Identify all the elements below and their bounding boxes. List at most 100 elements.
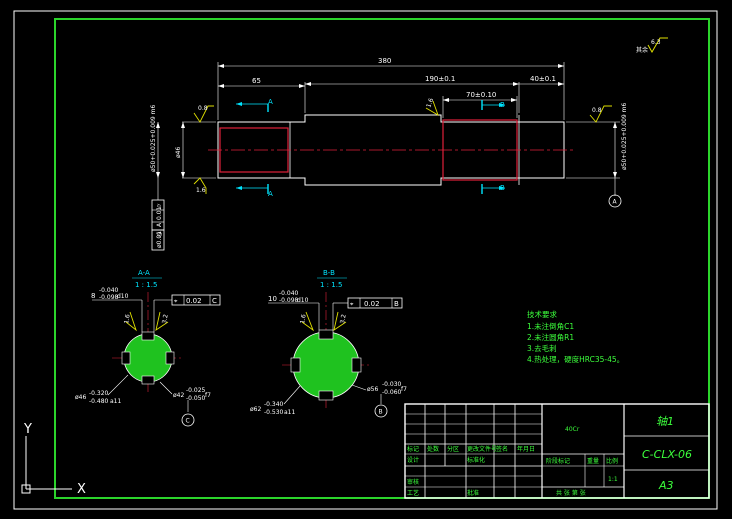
ucs-icon: Y X	[21, 422, 86, 497]
svg-text:0.8: 0.8	[592, 107, 602, 114]
svg-text:f7: f7	[205, 392, 211, 399]
dim-right-len: 40±0.1	[530, 75, 556, 83]
svg-text:1.6: 1.6	[123, 314, 132, 325]
section-aa-title: A-A	[138, 269, 150, 277]
tech-req-item: 3.去毛刺	[527, 343, 557, 353]
svg-text:0.02: 0.02	[186, 297, 202, 305]
svg-text:-0.040: -0.040	[279, 290, 299, 297]
svg-text:处数: 处数	[427, 445, 439, 453]
svg-text:ø42: ø42	[173, 392, 184, 399]
svg-text:ø56: ø56	[367, 386, 378, 393]
svg-text:f7: f7	[401, 386, 407, 393]
dim-left-step: 65	[252, 77, 261, 85]
shaft-main-view: 380 65 190±0.1 40±0.1 70±0.10 ø50+0.025+…	[150, 57, 628, 251]
drawing-frame	[54, 18, 710, 499]
svg-text:0.01: 0.01	[156, 206, 163, 220]
svg-text:设计: 设计	[407, 456, 419, 464]
svg-text:-0.480: -0.480	[89, 398, 109, 405]
svg-text:0.8: 0.8	[198, 105, 208, 112]
svg-text:B: B	[500, 184, 505, 192]
svg-text:C: C	[186, 418, 190, 425]
tech-req-item: 1.未注倒角C1	[527, 321, 574, 331]
svg-text:工艺: 工艺	[407, 489, 419, 497]
dim-left-dia: ø50+0.025+0.009 m6	[150, 105, 157, 172]
coaxiality-frame	[151, 229, 165, 251]
svg-text:8: 8	[91, 292, 95, 300]
tech-req-item: 4.热处理，硬度HRC35-45。	[527, 354, 624, 364]
svg-text:标记: 标记	[407, 445, 419, 453]
svg-text:⌭: ⌭	[156, 203, 163, 208]
svg-text:B: B	[379, 409, 383, 416]
svg-text:10: 10	[268, 295, 277, 303]
dim-mid-dia: ø46	[175, 147, 182, 158]
sheet-size: A3	[658, 479, 674, 492]
svg-text:-0.530: -0.530	[264, 409, 284, 416]
svg-text:A: A	[268, 98, 273, 106]
title-block: 标记 处数 分区 更改文件号 签名 年月日 设计 标准化 审核 工艺 批准 40…	[404, 403, 710, 499]
svg-text:d10: d10	[117, 293, 129, 300]
svg-text:ø46: ø46	[75, 394, 86, 401]
technical-requirements: 技术要求 1.未注倒角C1 2.未注圆角R1 3.去毛刺 4.热处理，硬度HRC…	[527, 309, 624, 364]
svg-text:-0.320: -0.320	[89, 390, 109, 397]
material: 40Cr	[565, 426, 580, 433]
svg-text:0.02: 0.02	[364, 300, 380, 308]
svg-text:-0.050: -0.050	[186, 395, 206, 402]
dim-mid-len: 190±0.1	[425, 75, 455, 83]
svg-text:1.6: 1.6	[299, 314, 308, 325]
svg-text:比例: 比例	[606, 457, 618, 465]
svg-text:A: A	[613, 199, 618, 206]
svg-text:B: B	[500, 101, 505, 109]
scale-value: 1:1	[608, 476, 618, 483]
svg-text:3.2: 3.2	[161, 314, 170, 325]
svg-text:1.6: 1.6	[425, 97, 435, 109]
svg-text:ø0.01: ø0.01	[156, 231, 163, 248]
svg-text:A: A	[156, 222, 163, 227]
svg-text:-0.060: -0.060	[382, 389, 402, 396]
svg-text:共 张 第 张: 共 张 第 张	[556, 489, 586, 497]
section-bb-disc	[292, 331, 360, 399]
svg-text:批准: 批准	[467, 489, 479, 497]
section-bb-title: B-B	[323, 269, 335, 277]
section-aa: A-A 1 : 1.5 8 -0.040 -0.098 d10 ⌖ 0.02 C…	[75, 269, 221, 427]
svg-text:-0.340: -0.340	[264, 401, 284, 408]
svg-text:年月日: 年月日	[517, 445, 535, 453]
svg-text:1 : 1.5: 1 : 1.5	[320, 281, 342, 289]
svg-text:-0.098: -0.098	[99, 294, 119, 301]
dim-right-dia: ø50+0.025+0.009 m6	[621, 103, 628, 170]
svg-text:其余: 其余	[636, 46, 648, 54]
svg-text:阶段标记: 阶段标记	[546, 457, 570, 465]
svg-text:X: X	[77, 482, 86, 497]
default-roughness: 其余 6.3	[636, 37, 668, 54]
svg-text:标准化: 标准化	[467, 456, 485, 464]
svg-text:◎: ◎	[156, 232, 163, 237]
svg-text:-0.098: -0.098	[279, 297, 299, 304]
svg-text:分区: 分区	[447, 445, 459, 453]
svg-text:-0.040: -0.040	[99, 287, 119, 294]
svg-text:1 : 1.5: 1 : 1.5	[135, 281, 157, 289]
dim-overall: 380	[378, 57, 391, 65]
tech-req-title: 技术要求	[527, 309, 557, 319]
svg-text:Y: Y	[23, 422, 32, 437]
svg-text:B: B	[394, 300, 399, 308]
tech-req-item: 2.未注圆角R1	[527, 332, 574, 342]
svg-text:审核: 审核	[407, 478, 419, 486]
svg-text:C: C	[212, 297, 217, 305]
section-aa-disc	[123, 333, 173, 383]
section-bb: B-B 1 : 1.5 10 -0.040 -0.098 d10 ⌖ 0.02 …	[250, 269, 407, 418]
svg-text:-0.025: -0.025	[186, 387, 206, 394]
svg-text:重量: 重量	[587, 457, 599, 465]
svg-text:6.3: 6.3	[651, 39, 661, 46]
dim-key-len: 70±0.10	[466, 91, 496, 99]
svg-text:3.2: 3.2	[339, 314, 348, 325]
svg-text:1.6: 1.6	[196, 187, 206, 194]
outer-border	[13, 10, 718, 510]
shaft-outline	[217, 114, 565, 186]
svg-text:更改文件号: 更改文件号	[467, 445, 497, 453]
svg-text:-0.030: -0.030	[382, 381, 402, 388]
drawing-number: C-CLX-06	[642, 448, 692, 461]
svg-text:d10: d10	[297, 297, 309, 304]
datum-a-circle	[608, 194, 622, 208]
svg-text:ø62: ø62	[250, 406, 261, 413]
svg-text:签名: 签名	[496, 445, 508, 453]
